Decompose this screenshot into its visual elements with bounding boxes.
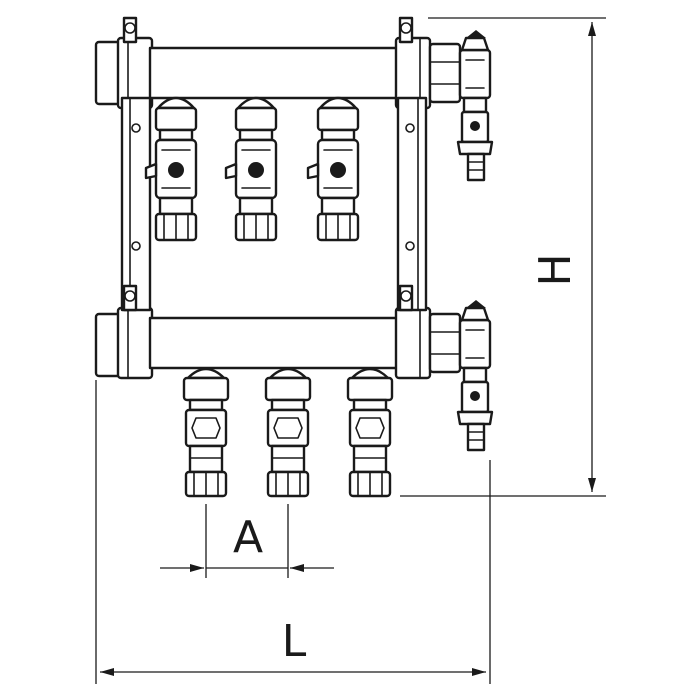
dimension-l-label: L [282, 616, 307, 667]
bottom-valve-1 [182, 367, 230, 498]
dimension-a-label: A [233, 512, 263, 563]
top-valve-3 [306, 96, 360, 242]
dimension-l [95, 380, 491, 684]
dimension-h [400, 17, 606, 497]
bottom-valve-3 [346, 367, 394, 498]
top-valve-2 [224, 96, 278, 242]
dimension-h-label: H [530, 253, 581, 286]
top-valve-1 [144, 96, 198, 242]
dimension-a [160, 504, 334, 578]
right-bracket [396, 16, 428, 312]
bottom-end-valve [456, 300, 494, 452]
top-end-valve [456, 30, 494, 182]
bottom-valve-2 [264, 367, 312, 498]
left-bracket [120, 16, 152, 312]
bottom-header-pipe [94, 306, 462, 380]
